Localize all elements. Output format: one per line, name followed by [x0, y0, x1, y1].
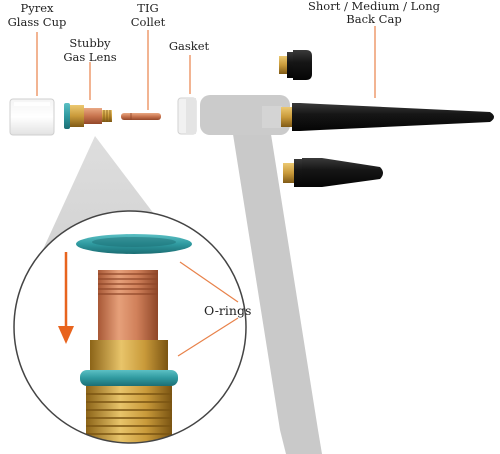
back-cap-medium [283, 158, 383, 187]
label-text: Gasket [169, 39, 210, 53]
back-cap-short [279, 50, 312, 80]
pyrex-glass-cup [9, 98, 55, 136]
down-arrow-icon [58, 252, 74, 344]
label-text: Collet [131, 15, 166, 29]
gasket [177, 97, 197, 135]
magnified-view [13, 210, 247, 444]
label-o-rings: O-rings [204, 303, 251, 318]
label-stubby-gas-lens: Stubby Gas Lens [63, 36, 116, 64]
stubby-gas-lens [64, 103, 112, 129]
label-tig-collet: TIG Collet [131, 1, 166, 29]
label-text: O-rings [204, 303, 251, 318]
label-text: Short / Medium / Long [308, 0, 441, 13]
bottom-oring [80, 370, 178, 386]
leader-lines [36, 26, 376, 357]
label-text: Glass Cup [8, 15, 67, 29]
label-gasket: Gasket [169, 39, 210, 53]
label-text: Back Cap [346, 12, 401, 26]
torch-body [200, 95, 322, 454]
tig-collet [121, 113, 161, 120]
label-text: TIG [137, 1, 158, 15]
back-cap-long [281, 103, 494, 131]
label-text: Stubby [69, 36, 111, 50]
label-text: Gas Lens [63, 50, 116, 64]
label-back-cap: Short / Medium / Long Back Cap [308, 0, 441, 26]
label-pyrex-glass-cup: Pyrex Glass Cup [8, 1, 67, 29]
label-text: Pyrex [20, 1, 54, 15]
